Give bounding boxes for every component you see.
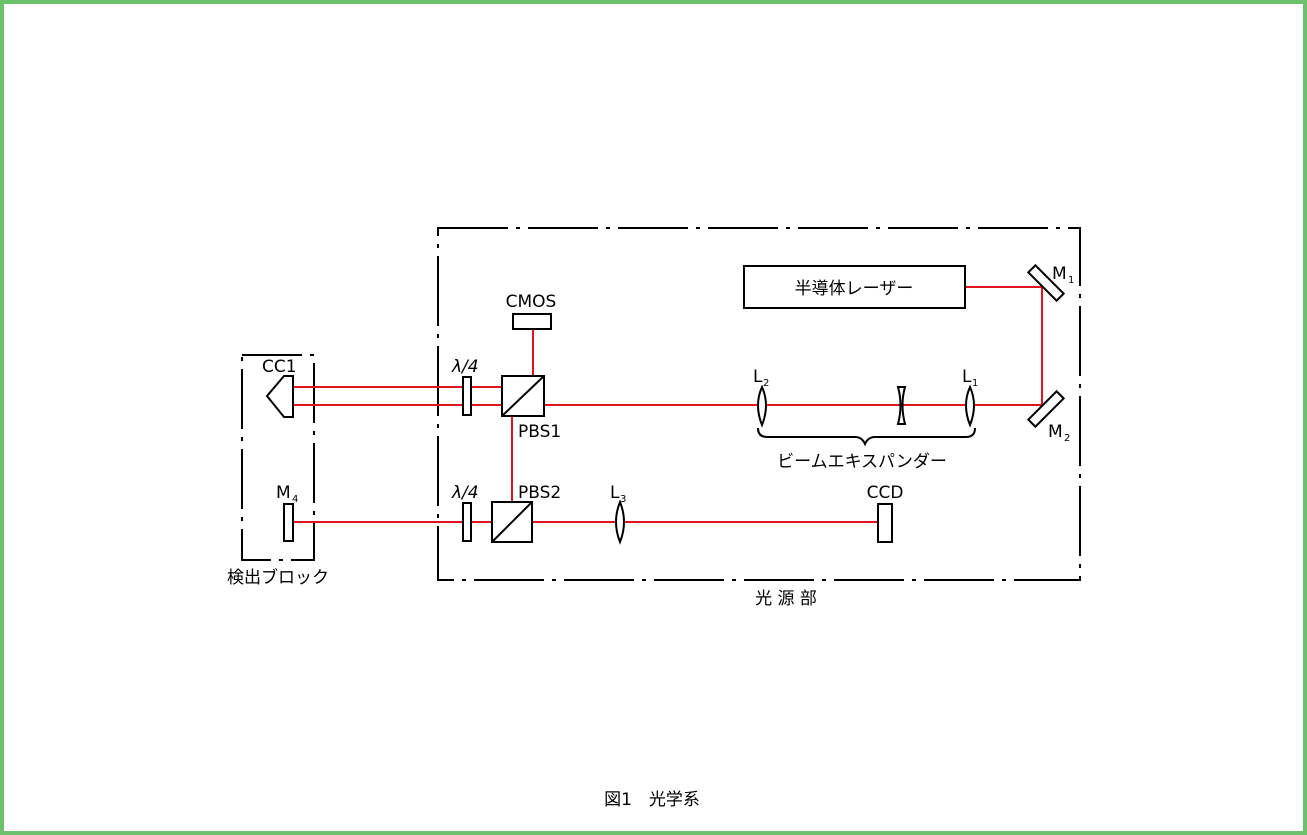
m4-label: M xyxy=(276,483,291,503)
l1-subscript: 1 xyxy=(972,378,978,389)
m2-label: M xyxy=(1048,422,1063,442)
lens-l2: L 2 xyxy=(753,367,769,428)
ccd-sensor: CCD xyxy=(867,483,904,543)
cc1-label: CC1 xyxy=(262,357,297,377)
figure-caption: 図1 光学系 xyxy=(604,790,700,810)
pbs1: PBS1 xyxy=(501,375,561,442)
pbs2: PBS2 xyxy=(491,483,561,543)
quarter-wave-plate-1: λ/4 xyxy=(451,357,479,416)
pbs2-label: PBS2 xyxy=(518,483,561,503)
corner-cube-cc1: CC1 xyxy=(262,357,297,418)
laser-label: 半導体レーザー xyxy=(795,279,914,299)
l3-subscript: 3 xyxy=(620,494,626,505)
lens-l3: L 3 xyxy=(610,483,626,545)
beam-expander-brace xyxy=(757,427,976,447)
m4-subscript: 4 xyxy=(292,494,298,505)
l1-label: L xyxy=(962,367,972,387)
qwp2-label: λ/4 xyxy=(451,483,479,503)
qwp1-label: λ/4 xyxy=(451,357,479,377)
semiconductor-laser: 半導体レーザー xyxy=(743,265,966,309)
detection-block-box xyxy=(241,354,315,561)
m1-label: M xyxy=(1052,264,1067,284)
pbs1-label: PBS1 xyxy=(518,422,561,442)
beam-expander-label: ビームエキスパンダー xyxy=(777,452,947,472)
lens-l1: L 1 xyxy=(962,367,978,428)
concave-lens xyxy=(896,386,907,425)
l2-subscript: 2 xyxy=(763,378,769,389)
quarter-wave-plate-2: λ/4 xyxy=(451,483,479,542)
ccd-label: CCD xyxy=(867,483,904,503)
mirror-m2: M 2 xyxy=(1026,389,1070,444)
cmos-label: CMOS xyxy=(506,292,557,312)
l2-label: L xyxy=(753,367,763,387)
mirror-m1: M 1 xyxy=(1026,263,1074,303)
light-source-unit-label: 光 源 部 xyxy=(755,589,817,609)
m1-subscript: 1 xyxy=(1068,275,1074,286)
cmos-sensor: CMOS xyxy=(506,292,557,330)
mirror-m4: M 4 xyxy=(276,483,298,542)
l3-label: L xyxy=(610,483,620,503)
m2-subscript: 2 xyxy=(1064,433,1070,444)
laser-beam-path xyxy=(280,286,1043,523)
detection-block-label: 検出ブロック xyxy=(227,567,329,588)
